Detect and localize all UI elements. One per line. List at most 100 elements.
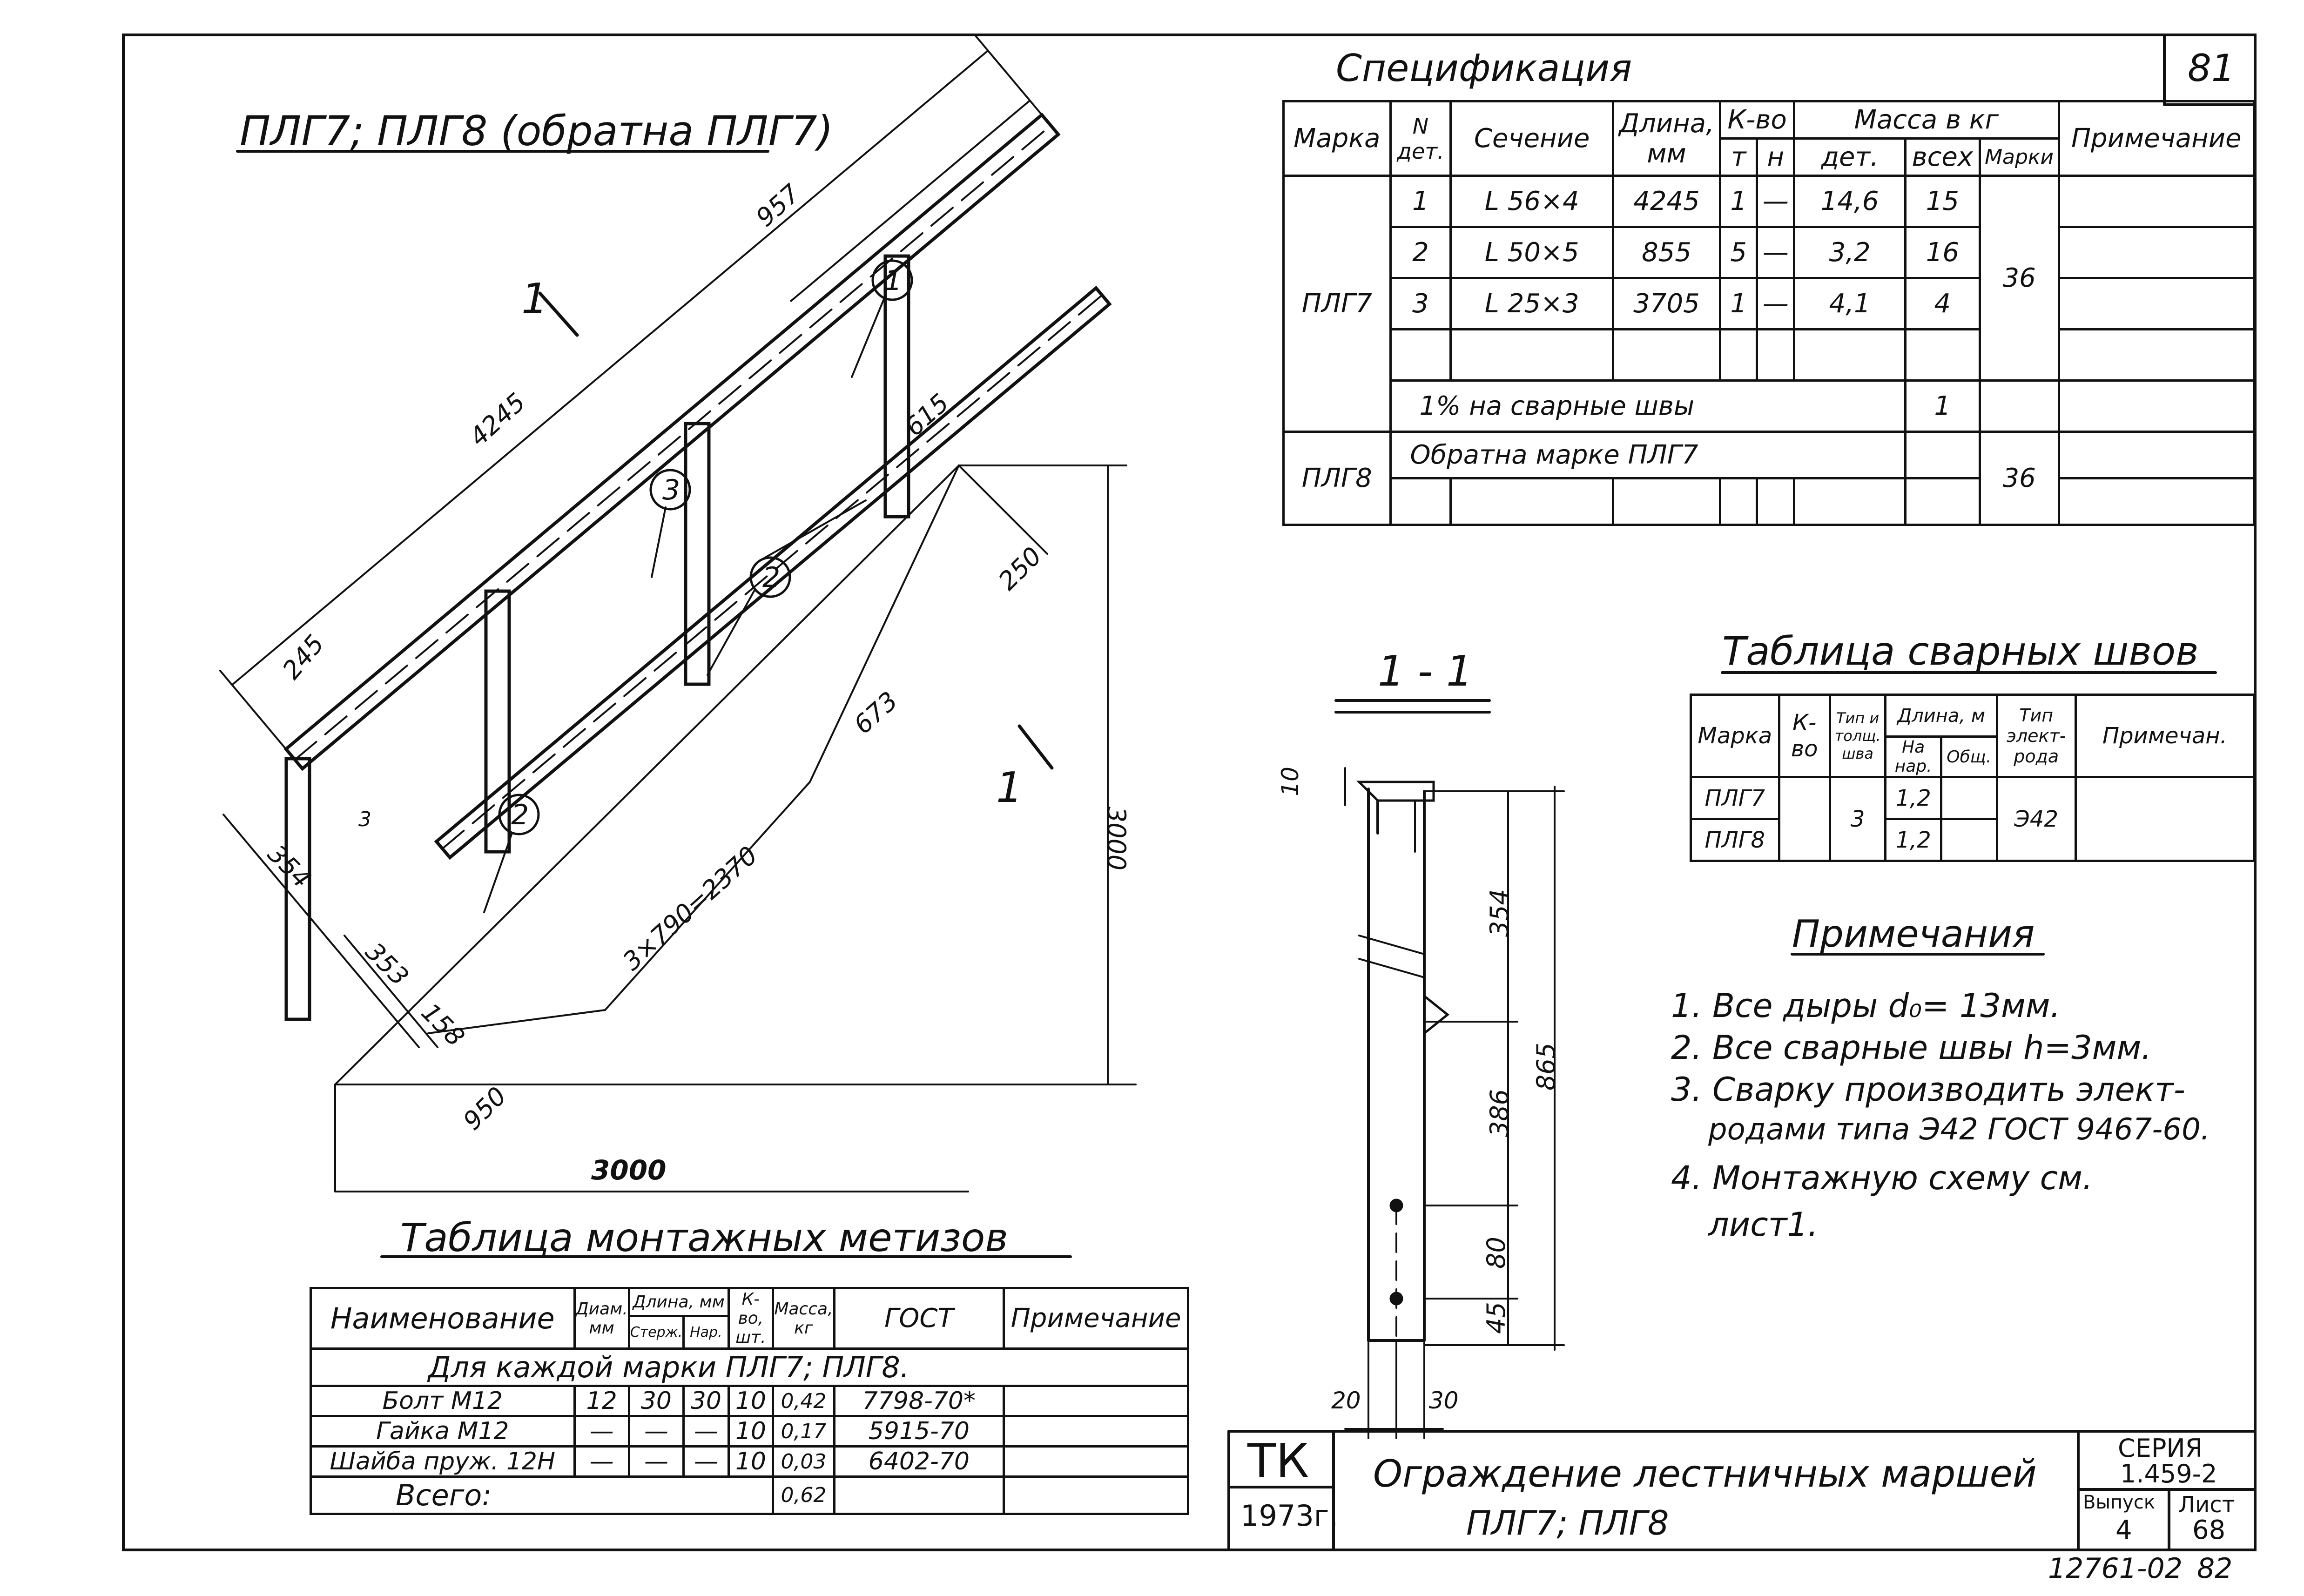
section-mark-bottom: 1 xyxy=(996,763,1023,812)
spec-r3-n2: — xyxy=(1756,277,1796,330)
sec-dim-30: 30 xyxy=(1429,1387,1459,1414)
spec-h-marka: Марка xyxy=(1282,100,1392,177)
welds-title: Таблица сварных швов xyxy=(1722,628,2199,674)
spec-marka-plg7-mass: 36 xyxy=(1978,175,2060,382)
bolts-h-mass: Масса, кг xyxy=(772,1287,835,1350)
bolts-r2-m: 0,17 xyxy=(772,1415,835,1448)
sec-dim-20: 20 xyxy=(1331,1387,1361,1414)
spec-table: Марка N дет. Сечение Длина, мм К-во Масс… xyxy=(1282,100,2255,526)
section-mark-top: 1 xyxy=(521,275,548,323)
bolts-h-qty: К-во, шт. xyxy=(727,1287,775,1350)
welds-r2-len: 1,2 xyxy=(1884,818,1942,862)
sec-dim-45: 45 xyxy=(1481,1302,1511,1334)
note-4: 4. Монтажную схему см. xyxy=(1671,1159,2093,1197)
spec-r2-note xyxy=(2057,226,2255,279)
bolts-h-len-nar: Нар. xyxy=(682,1315,730,1350)
callout-2-right: 2 xyxy=(762,561,781,594)
spec-r2-t: 5 xyxy=(1718,226,1758,279)
spec-marka-plg8-mass: 36 xyxy=(1978,431,2060,526)
dim-3000-horizontal: 3000 xyxy=(591,1154,667,1186)
welds-electrode: Э42 xyxy=(1995,776,2077,862)
notes-title: Примечания xyxy=(1792,912,2035,956)
spec-r1-all: 15 xyxy=(1904,175,1981,228)
sheet-serial-suffix: 82 xyxy=(2197,1552,2233,1585)
bolts-r2-ln: — xyxy=(682,1415,730,1448)
bolts-r3-d: — xyxy=(573,1445,630,1478)
drawing-title: ПЛГ7; ПЛГ8 (обратна ПЛГ7) xyxy=(240,107,833,155)
welds-h-len-obsh: Общ. xyxy=(1940,735,1998,778)
spec-h-mass-marki: Марки xyxy=(1978,137,2060,177)
spec-r2-length: 855 xyxy=(1612,226,1721,279)
stamp-logo: ТК xyxy=(1247,1434,1309,1488)
note-2: 2. Все сварные швы h=3мм. xyxy=(1671,1029,2152,1067)
bolts-r3-q: 10 xyxy=(727,1445,775,1478)
note-4-cont: лист1. xyxy=(1708,1205,1819,1244)
welds-r1-len: 1,2 xyxy=(1884,776,1942,820)
bolts-title: Таблица монтажных метизов xyxy=(400,1215,1008,1260)
welds-h-len-nar: На нар. xyxy=(1884,735,1942,778)
welds-h-electrode: Тип элект-рода xyxy=(1995,694,2077,778)
sec-dim-354: 354 xyxy=(1485,889,1515,937)
spec-r3-all: 4 xyxy=(1904,277,1981,330)
sheet-serial: 12761-02 xyxy=(2048,1552,2183,1585)
bolts-h-note: Примечание xyxy=(1003,1287,1189,1350)
welds-type: 3 xyxy=(1828,776,1887,862)
stamp-title-line1: Ограждение лестничных маршей xyxy=(1373,1452,2037,1495)
stamp-title-line2: ПЛГ7; ПЛГ8 xyxy=(1466,1503,1669,1542)
stamp-list-value: 68 xyxy=(2192,1515,2226,1545)
spec-r1-length: 4245 xyxy=(1612,175,1721,228)
stamp-series-value: 1.459-2 xyxy=(2120,1459,2217,1488)
dim-3000-vertical: 3000 xyxy=(1102,806,1132,871)
sheet-corner-number: 81 xyxy=(2188,47,2235,90)
welds-h-note: Примечан. xyxy=(2074,694,2256,778)
bolts-r2-name: Гайка М12 xyxy=(310,1415,576,1448)
callout-3: 3 xyxy=(662,474,680,506)
bolts-r2-d: — xyxy=(573,1415,630,1448)
bolts-table: Наименование Диам. мм Длина, мм К-во, шт… xyxy=(309,1287,1189,1515)
sec-dim-386: 386 xyxy=(1485,1089,1515,1138)
spec-r3-note xyxy=(2057,277,2255,330)
bolts-r2-ls: — xyxy=(627,1415,685,1448)
spec-title: Спецификация xyxy=(1336,47,1632,90)
bolts-r3-m: 0,03 xyxy=(772,1445,835,1478)
bolts-total-mass: 0,62 xyxy=(772,1475,835,1515)
stamp-list-label: Лист xyxy=(2178,1492,2235,1518)
section-1-1-title: 1 - 1 xyxy=(1378,647,1473,696)
bolts-r1-d: 12 xyxy=(573,1385,630,1417)
bolts-h-diam: Диам. мм xyxy=(573,1287,630,1350)
spec-plg8-text: Обратна марке ПЛГ7 xyxy=(1389,431,1907,479)
bolts-h-len-sterzh: Стерж. xyxy=(627,1315,685,1350)
spec-r2-all: 16 xyxy=(1904,226,1981,279)
welds-h-type: Тип и толщ. шва xyxy=(1828,694,1887,778)
note-1: 1. Все дыры d₀= 13мм. xyxy=(1671,987,2061,1025)
note-3: 3. Сварку производить элект- xyxy=(1671,1071,2185,1109)
bolts-r3-ls: — xyxy=(627,1445,685,1478)
welds-h-length: Длина, м xyxy=(1884,694,1998,738)
spec-marka-plg8: ПЛГ8 xyxy=(1282,431,1392,526)
spec-r3-det: 4,1 xyxy=(1793,277,1907,330)
spec-r3-length: 3705 xyxy=(1612,277,1721,330)
spec-r2-section: L 50×5 xyxy=(1449,226,1615,279)
bolts-r2-q: 10 xyxy=(727,1415,775,1448)
bolts-r1-gost: 7798-70* xyxy=(833,1385,1005,1417)
spec-h-note: Примечание xyxy=(2057,100,2255,177)
welds-h-marka: Марка xyxy=(1690,694,1780,778)
spec-marka-plg7: ПЛГ7 xyxy=(1282,175,1392,433)
spec-r2-det: 3,2 xyxy=(1793,226,1907,279)
spec-h-section: Сечение xyxy=(1449,100,1615,177)
bolts-h-length: Длина, мм xyxy=(627,1287,730,1317)
bolts-r3-gost: 6402-70 xyxy=(833,1445,1005,1478)
bolts-r3-ln: — xyxy=(682,1445,730,1478)
bolts-r1-name: Болт М12 xyxy=(310,1385,576,1417)
spec-h-length: Длина, мм xyxy=(1612,100,1721,177)
spec-h-mass-all: всех xyxy=(1904,137,1981,177)
spec-h-qty-t: т xyxy=(1718,137,1758,177)
sec-dim-865: 865 xyxy=(1531,1042,1561,1091)
spec-weld-pct: 1% на сварные швы xyxy=(1389,379,1907,433)
spec-r3-section: L 25×3 xyxy=(1449,277,1615,330)
bolts-group: Для каждой марки ПЛГ7; ПЛГ8. xyxy=(310,1347,1189,1387)
spec-h-qty-n: н xyxy=(1756,137,1796,177)
callout-2-left: 2 xyxy=(511,799,529,831)
welds-r1-marka: ПЛГ7 xyxy=(1690,776,1780,820)
